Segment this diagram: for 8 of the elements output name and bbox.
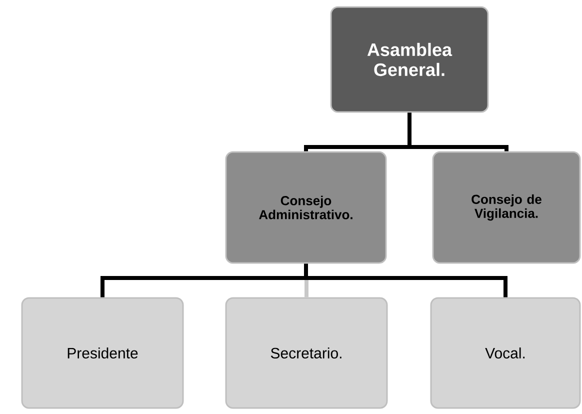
connector-line bbox=[408, 112, 508, 152]
connector-line bbox=[304, 264, 508, 298]
org-box: Asamblea General. bbox=[330, 6, 489, 113]
org-box: Secretario. bbox=[225, 297, 388, 409]
org-box: Presidente bbox=[21, 297, 184, 409]
org-box: Vocal. bbox=[430, 297, 581, 409]
org-box: Consejo de Vigilancia. bbox=[432, 151, 581, 264]
org-box: Consejo Administrativo. bbox=[225, 151, 387, 264]
